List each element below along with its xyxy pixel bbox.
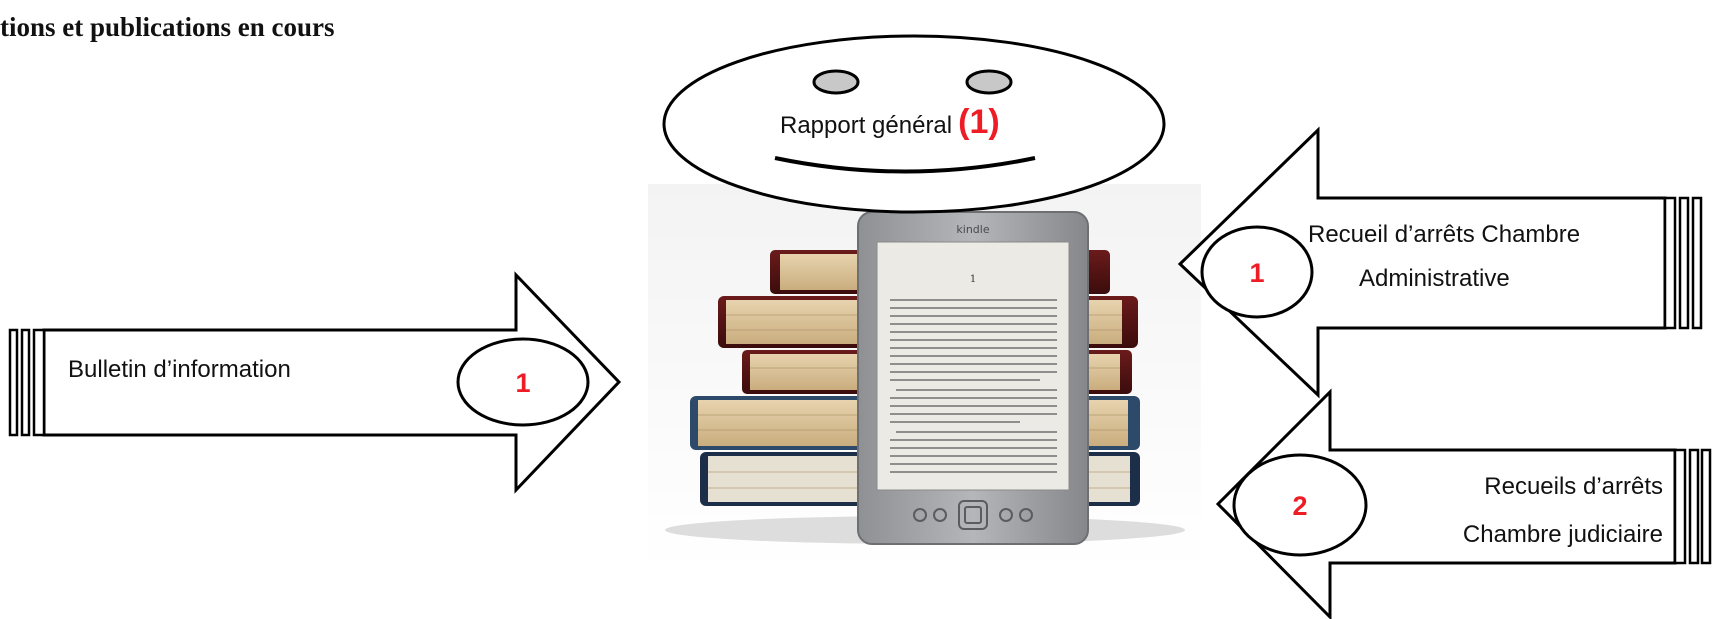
chambre-administrative-label-line2: Administrative	[1359, 265, 1510, 292]
chambre-judiciaire-badge: 2	[1292, 491, 1307, 521]
chambre-judiciaire-label-line1: Recueils d’arrêts	[1484, 473, 1663, 500]
chambre-judiciaire-arrow: 2 Recueils d’arrêts Chambre judiciaire	[1218, 392, 1710, 617]
bulletin-badge: 1	[515, 368, 530, 398]
chambre-administrative-label-line1: Recueil d’arrêts Chambre	[1308, 221, 1580, 248]
device-page-number: 1	[970, 274, 976, 285]
right-eye	[967, 71, 1011, 93]
ebook-reader-on-book-stack-icon: kindle 1	[648, 184, 1201, 568]
left-eye	[814, 71, 858, 93]
chambre-administrative-badge: 1	[1249, 258, 1264, 288]
ereader-device: kindle 1	[858, 212, 1088, 544]
bulletin-arrow: Bulletin d’information 1	[10, 275, 619, 490]
chambre-administrative-arrow: 1 Recueil d’arrêts Chambre Administrativ…	[1180, 130, 1701, 395]
rapport-general-oval: Rapport général(1)	[664, 36, 1164, 212]
chambre-judiciaire-label-line2: Chambre judiciaire	[1463, 521, 1663, 548]
oval-badge: (1)	[958, 103, 1000, 141]
device-brand: kindle	[956, 223, 989, 236]
bulletin-label: Bulletin d’information	[68, 356, 291, 383]
